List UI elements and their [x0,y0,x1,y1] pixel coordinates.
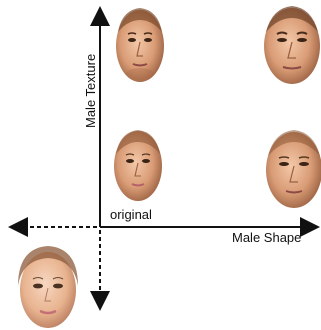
face-male-shape-texture [264,6,320,84]
face-original [114,130,162,201]
face-male-shape [266,130,321,208]
origin-label: original [110,207,152,222]
y-axis-label: Male Texture [83,54,98,128]
face-male-texture [116,8,164,82]
x-axis-label: Male Shape [232,230,301,245]
face-female [18,246,78,328]
